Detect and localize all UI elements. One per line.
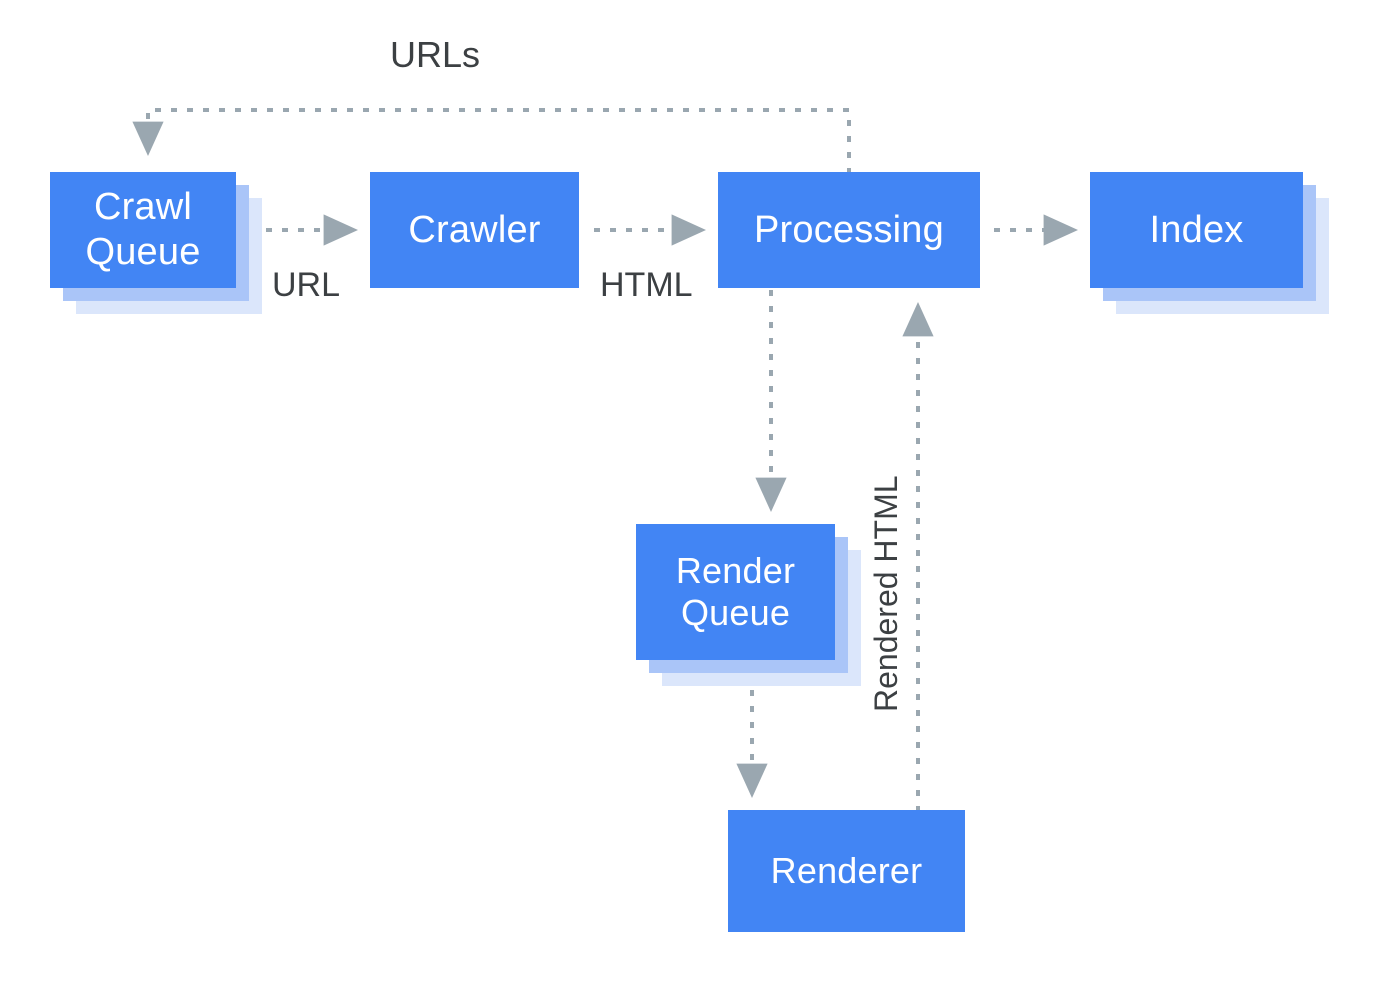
node-index-face: Index <box>1090 172 1303 288</box>
node-crawl-queue[interactable]: Crawl Queue <box>50 172 262 314</box>
node-crawl-queue-label-line1: Crawl <box>93 186 193 229</box>
node-crawler-label: Crawler <box>408 208 541 251</box>
node-index[interactable]: Index <box>1090 172 1329 314</box>
node-render-queue-label-line2: Queue <box>680 592 791 633</box>
connector-processing-to-crawl-queue <box>132 108 851 174</box>
node-render-queue[interactable]: Render Queue <box>636 524 861 686</box>
node-processing[interactable]: Processing <box>718 172 980 288</box>
node-crawler-face: Crawler <box>370 172 579 288</box>
node-render-queue-label-line1: Render <box>675 549 796 591</box>
edge-label-html: HTML <box>600 266 693 304</box>
node-index-label: Index <box>1149 208 1244 251</box>
edge-label-urls: URLs <box>390 34 481 75</box>
node-renderer-label: Renderer <box>770 849 923 891</box>
edge-label-rendered-html: Rendered HTML <box>868 475 904 712</box>
node-renderer[interactable]: Renderer <box>728 810 965 932</box>
node-processing-label: Processing <box>754 208 944 251</box>
node-crawl-queue-label-line2: Queue <box>85 231 201 273</box>
node-crawler[interactable]: Crawler <box>370 172 579 288</box>
node-render-queue-face: Render Queue <box>636 524 835 660</box>
node-renderer-face: Renderer <box>728 810 965 932</box>
node-processing-face: Processing <box>718 172 980 288</box>
node-crawl-queue-face: Crawl Queue <box>50 172 236 288</box>
edge-label-url: URL <box>272 266 341 304</box>
